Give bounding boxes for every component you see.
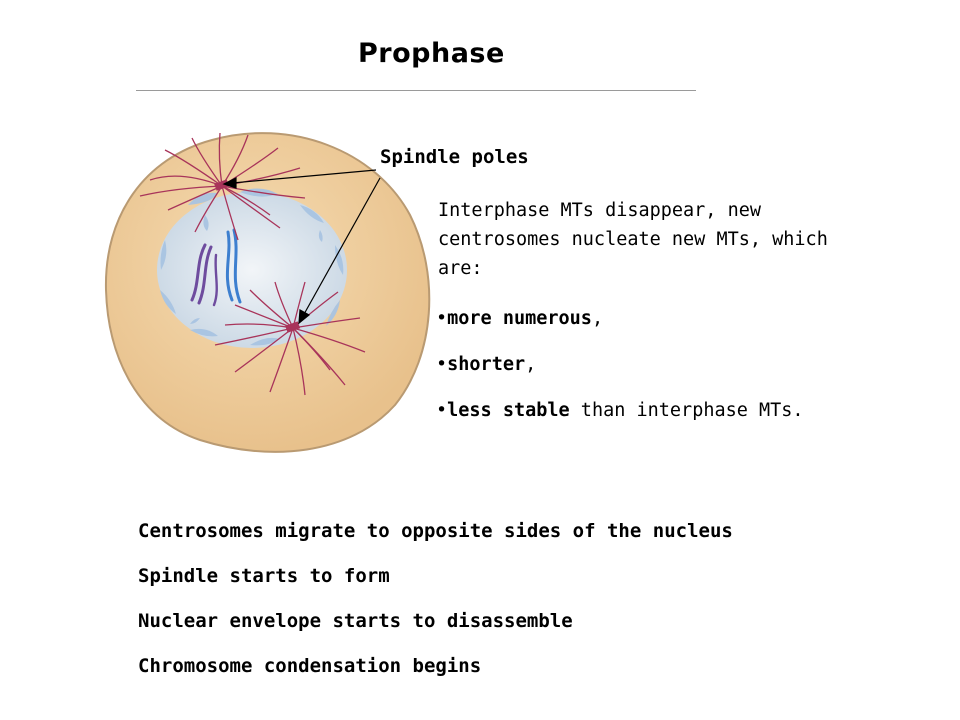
- list-item: •less stable than interphase MTs.: [436, 398, 804, 444]
- spindle-poles-label: Spindle poles: [380, 146, 529, 168]
- list-item: Centrosomes migrate to opposite sides of…: [138, 520, 733, 542]
- bullet-marker: •: [436, 400, 448, 421]
- list-item: •shorter,: [436, 352, 804, 398]
- list-item: •more numerous,: [436, 306, 804, 352]
- slide-title: Prophase: [358, 38, 505, 69]
- microtubule-properties-list: •more numerous, •shorter, •less stable t…: [436, 306, 804, 444]
- prophase-summary-list: Centrosomes migrate to opposite sides of…: [138, 518, 733, 698]
- list-item: Spindle starts to form: [138, 565, 390, 587]
- list-item: Chromosome condensation begins: [138, 655, 482, 677]
- spindle-pole-leader-lines: [222, 169, 381, 325]
- property-suffix: than interphase MTs.: [569, 400, 804, 421]
- interphase-description: Interphase MTs disappear, new centrosome…: [438, 200, 828, 279]
- title-underline: [136, 90, 696, 91]
- property-suffix: ,: [591, 308, 604, 329]
- property-term: shorter: [447, 354, 526, 375]
- property-term: more numerous: [447, 308, 592, 329]
- spindle-pole-lower: [214, 281, 366, 396]
- property-term: less stable: [447, 400, 570, 421]
- bullet-marker: •: [436, 354, 448, 375]
- list-item: Nuclear envelope starts to disassemble: [138, 610, 573, 632]
- nucleus: [157, 188, 347, 348]
- chromosomes: [190, 228, 242, 307]
- property-suffix: ,: [525, 354, 537, 375]
- bullet-marker: •: [436, 308, 448, 329]
